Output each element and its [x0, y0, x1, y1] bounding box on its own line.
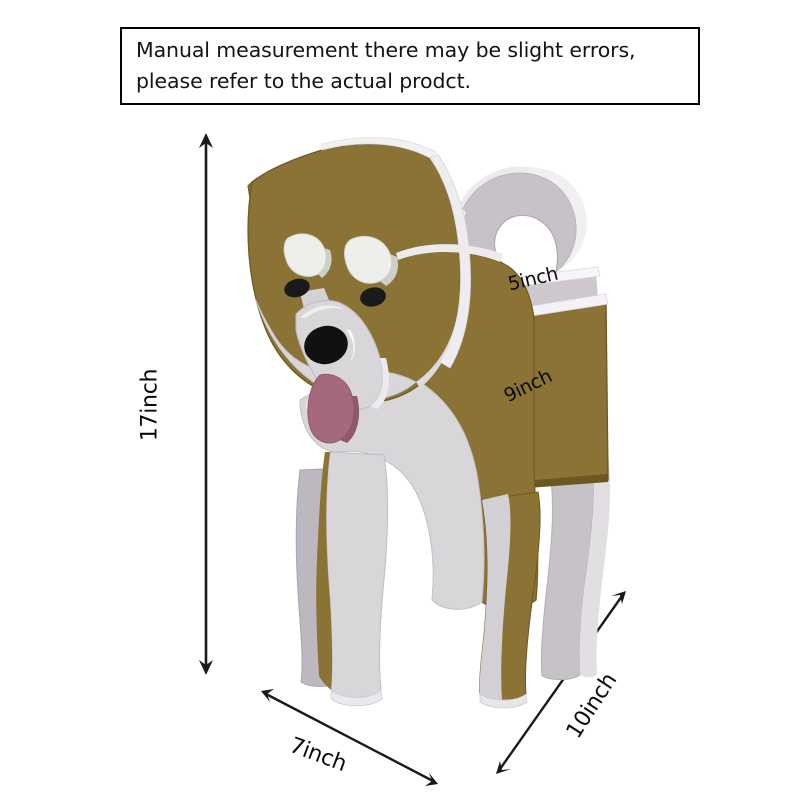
width-dimension-line	[261, 689, 438, 786]
disclaimer-line-1: Manual measurement there may be slight e…	[136, 38, 636, 62]
eyebrow-patches	[283, 233, 398, 286]
far-hind-leg	[540, 451, 611, 681]
dog-tongue	[307, 373, 360, 444]
near-hind-leg	[479, 491, 541, 709]
dimension-lines	[199, 133, 626, 786]
head-slab-edge	[321, 137, 437, 159]
near-front-leg	[316, 451, 389, 707]
disclaimer-line-2: please refer to the actual prodct.	[136, 69, 471, 93]
dog-nose	[304, 325, 355, 365]
depth-dimension-line	[496, 591, 626, 774]
height-dimension-line	[199, 133, 213, 675]
dog-planter-product	[247, 137, 611, 709]
disclaimer-box: Manual measurement there may be slight e…	[120, 27, 700, 105]
height-dimension-label: 17inch	[137, 368, 163, 442]
body-slab-edge	[396, 244, 503, 262]
dog-eyes	[284, 278, 386, 307]
